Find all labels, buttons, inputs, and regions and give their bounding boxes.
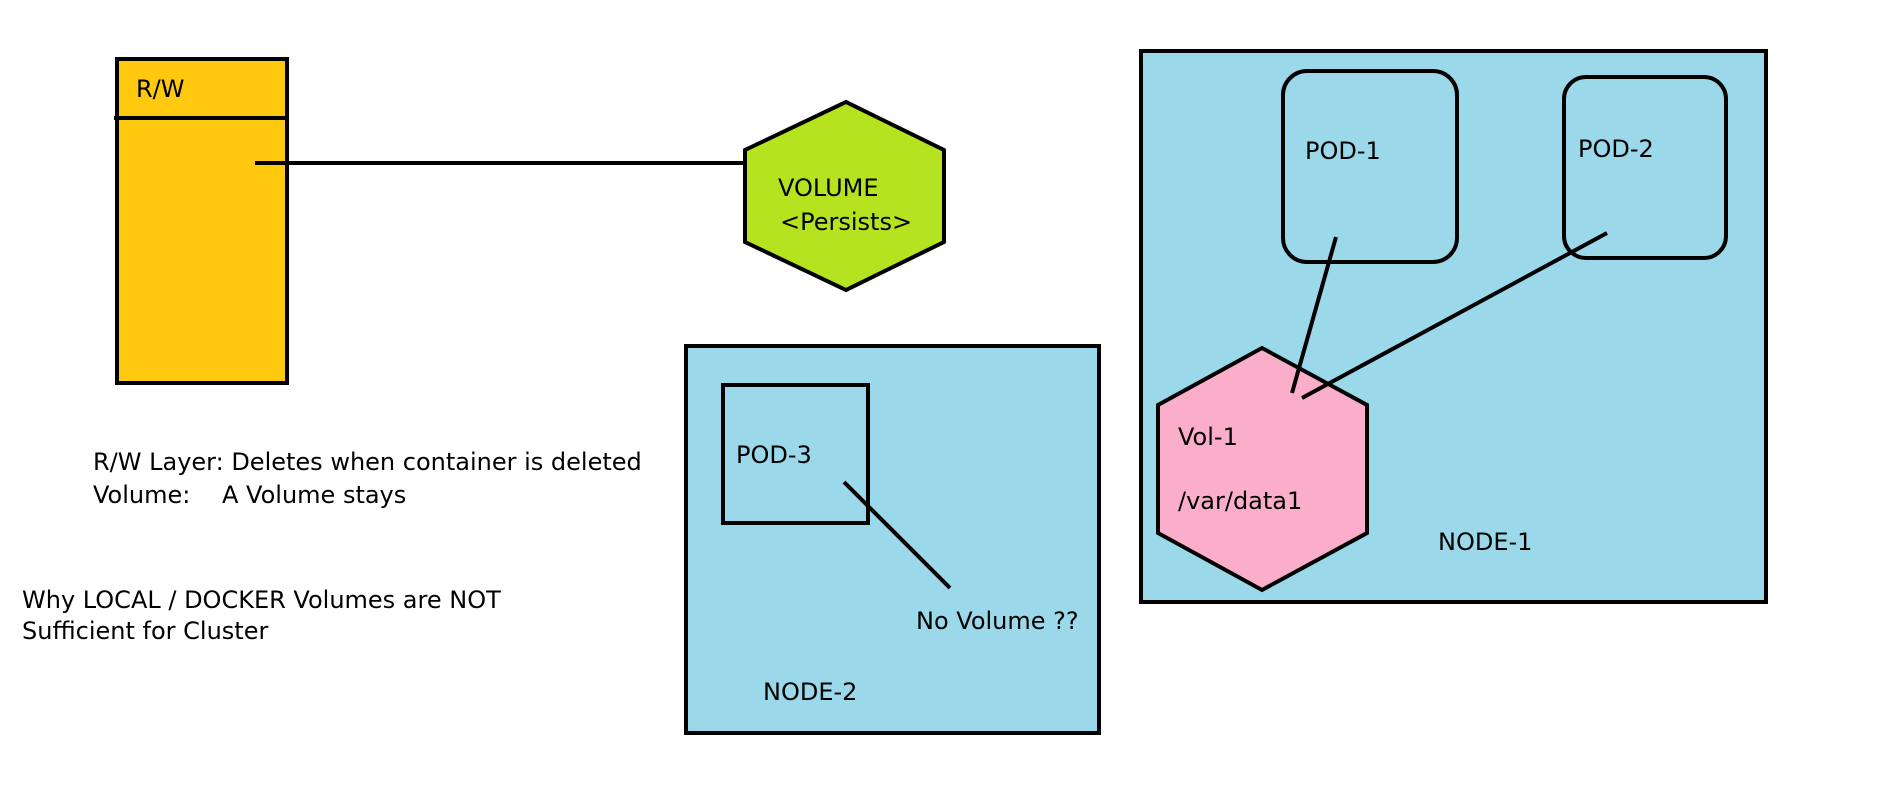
question-line-2: Sufficient for Cluster — [22, 617, 268, 645]
volume-group: VOLUME <Persists> — [743, 99, 946, 293]
question-text: Why LOCAL / DOCKER Volumes are NOT Suffi… — [22, 586, 501, 645]
volume-title: VOLUME — [778, 174, 879, 202]
container-box — [115, 57, 289, 385]
vol-1-path: /var/data1 — [1178, 487, 1302, 515]
legend-line-2-key: Volume: — [93, 481, 190, 509]
pod-2-volume-link — [1301, 231, 1608, 400]
legend-line-1: R/W Layer: Deletes when container is del… — [93, 448, 642, 476]
pod-2-box — [1562, 75, 1728, 260]
pod-3-link — [842, 480, 952, 590]
pod-3-box — [721, 383, 870, 525]
legend-line-2-value: A Volume stays — [222, 481, 406, 509]
pod-2-label: POD-2 — [1578, 135, 1654, 163]
legend: R/W Layer: Deletes when container is del… — [93, 448, 642, 509]
node-1: POD-1 POD-2 Vol-1 /var/data1 NODE-1 — [1139, 49, 1768, 604]
node-1-label: NODE-1 — [1438, 528, 1532, 556]
pod-3-label: POD-3 — [736, 441, 812, 469]
pod-1-box — [1281, 69, 1459, 264]
node-2-label: NODE-2 — [763, 678, 857, 706]
pod-1-volume-link — [1290, 236, 1338, 394]
container-group: R/W — [114, 57, 289, 385]
vol-1-hexagon — [1156, 345, 1369, 593]
vol-1-name: Vol-1 — [1178, 423, 1238, 451]
volume-hexagon — [743, 99, 946, 293]
question-line-1: Why LOCAL / DOCKER Volumes are NOT — [22, 586, 501, 614]
node-2: POD-3 No Volume ?? NODE-2 — [684, 344, 1101, 735]
no-volume-note: No Volume ?? — [916, 607, 1079, 635]
pod-1-label: POD-1 — [1305, 137, 1381, 165]
rw-layer-label: R/W — [136, 75, 185, 103]
volume-subtitle: <Persists> — [780, 208, 912, 236]
